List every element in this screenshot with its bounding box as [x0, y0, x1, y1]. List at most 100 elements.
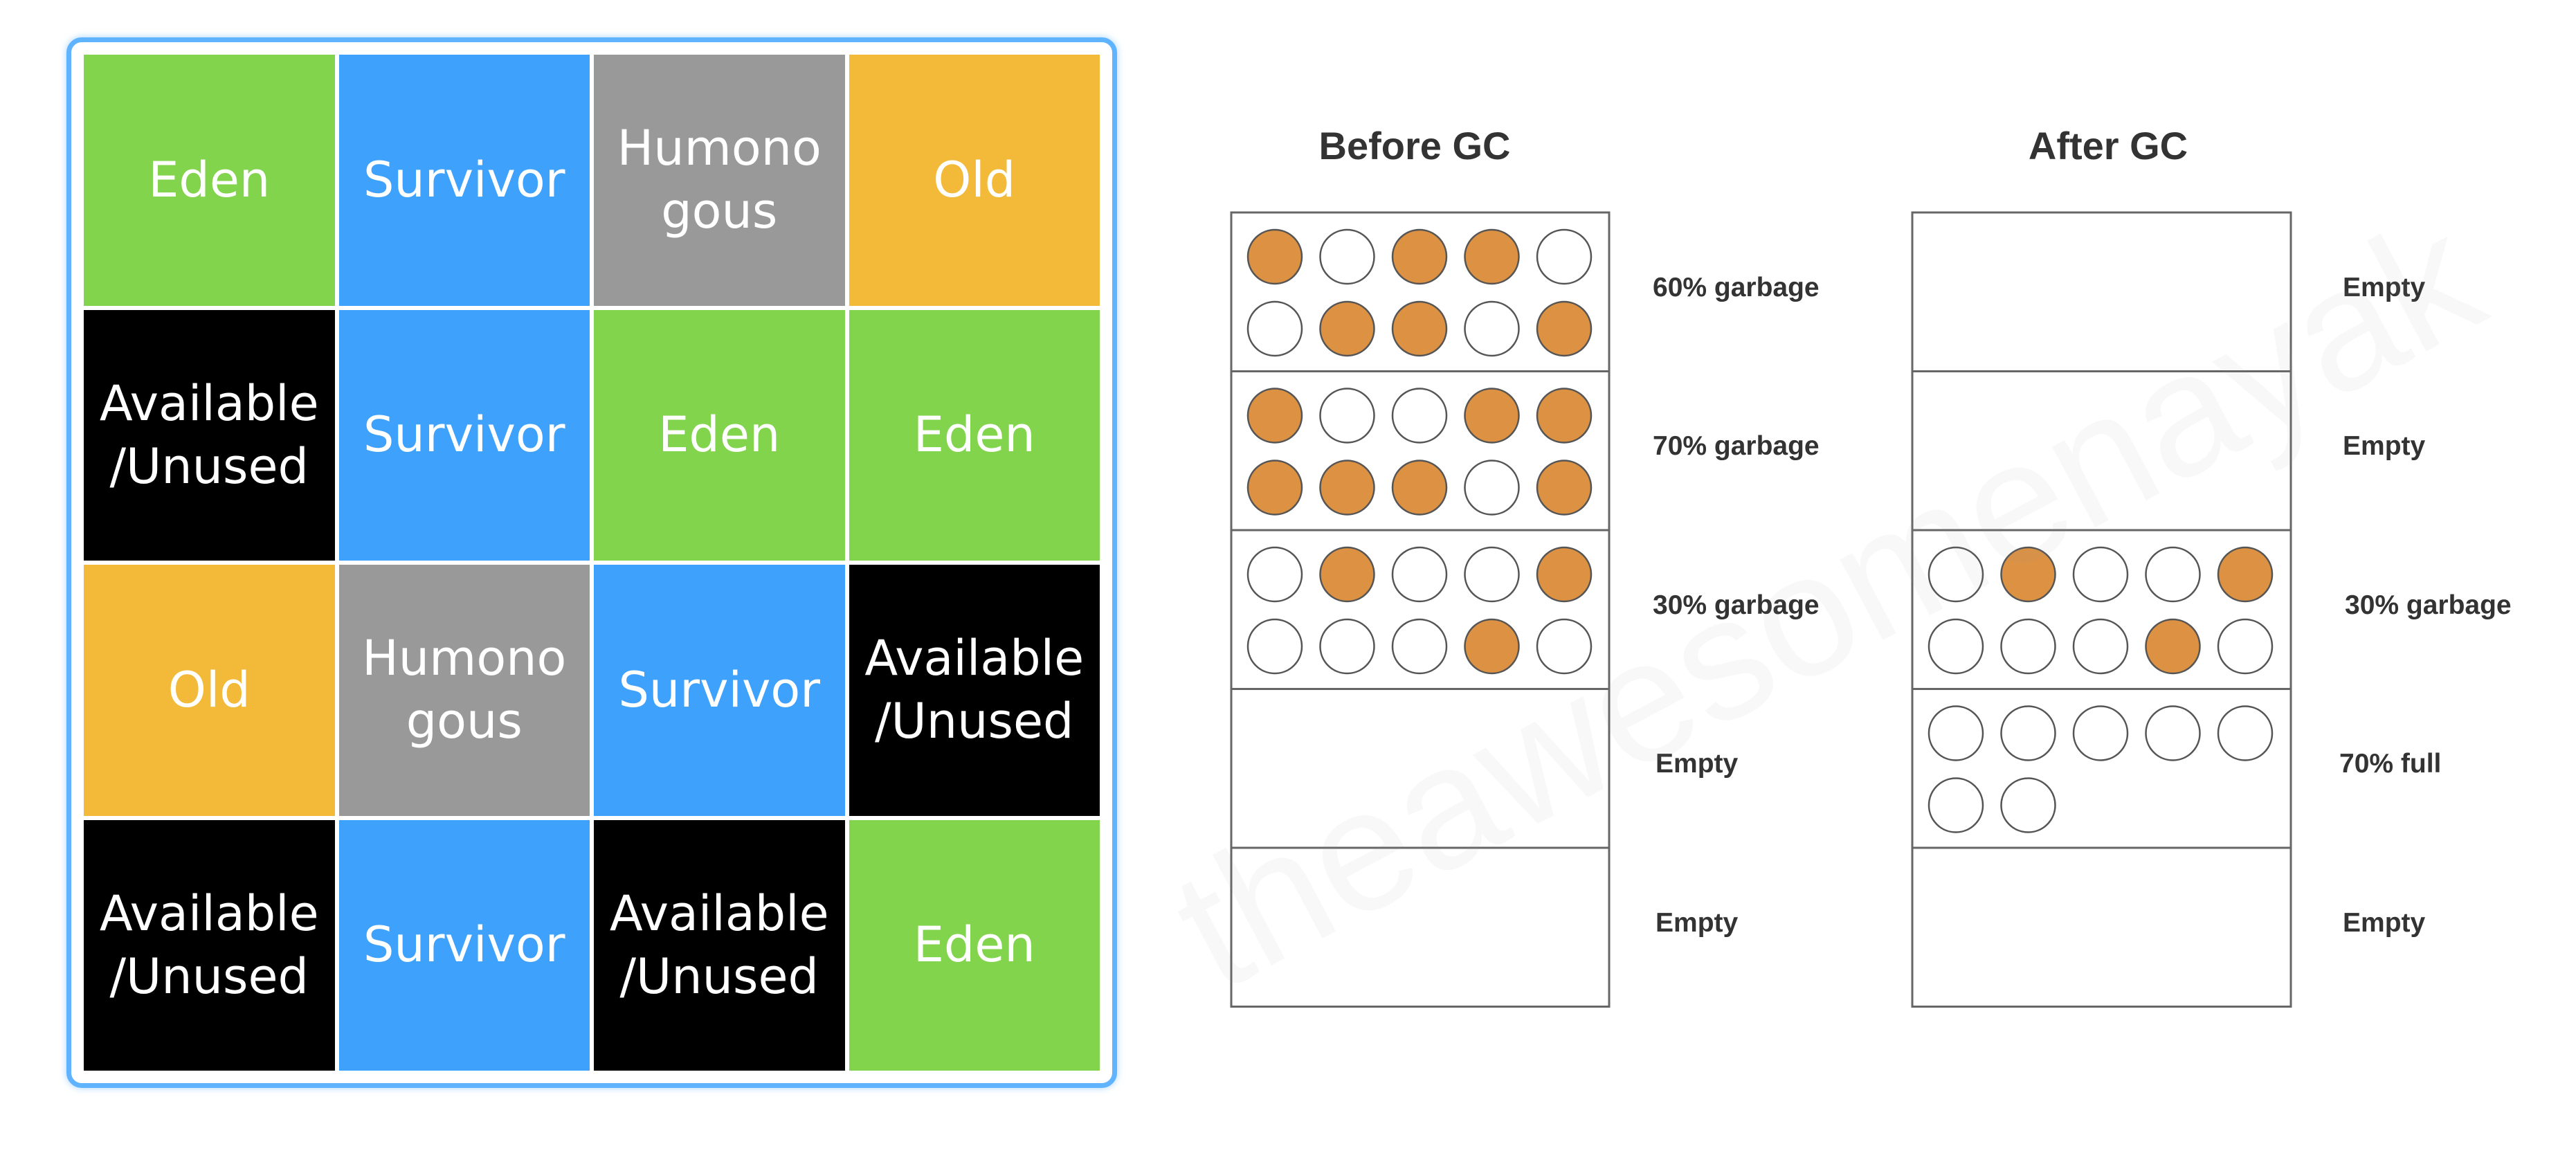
- garbage-object: [1246, 388, 1303, 444]
- region-cell-available: Available /Unused: [594, 819, 845, 1071]
- live-object: [2072, 546, 2129, 603]
- live-object: [1246, 546, 1303, 603]
- region-cell-survivor: Survivor: [338, 819, 590, 1071]
- region-cell-label: Available /Unused: [99, 374, 319, 495]
- after-region-4-label: 70% full: [2339, 749, 2442, 779]
- region-cell-eden: Eden: [594, 309, 845, 561]
- region-cell-label: Old: [933, 151, 1016, 208]
- garbage-object: [1536, 546, 1593, 603]
- region-cell-label: Humono gous: [617, 120, 822, 240]
- before-region-box: [1230, 846, 1611, 1008]
- region-cell-available: Available /Unused: [84, 309, 335, 561]
- before-region-2-label: 70% garbage: [1653, 431, 1820, 461]
- region-cell-humongous: Humono gous: [594, 55, 845, 306]
- live-object: [1319, 388, 1375, 444]
- region-cell-label: Survivor: [363, 406, 565, 464]
- region-cell-eden: Eden: [849, 309, 1100, 561]
- live-object: [1391, 388, 1448, 444]
- region-cell-label: Eden: [658, 406, 781, 464]
- after-region-5-label: Empty: [2343, 908, 2426, 938]
- after-gc-column: [1911, 211, 2292, 1008]
- region-cell-label: Available /Unused: [864, 630, 1085, 750]
- after-region-box: [1911, 370, 2292, 532]
- garbage-object: [1391, 228, 1448, 285]
- region-cell-survivor: Survivor: [594, 565, 845, 816]
- live-object: [1536, 618, 1593, 675]
- live-object: [2217, 618, 2274, 675]
- live-object: [1391, 546, 1448, 603]
- garbage-object: [1246, 228, 1303, 285]
- before-region-4-label: Empty: [1656, 749, 1739, 779]
- live-object: [1536, 228, 1593, 285]
- live-object: [2072, 705, 2129, 761]
- garbage-object: [2217, 546, 2274, 603]
- region-cell-survivor: Survivor: [338, 55, 590, 306]
- before-gc-title: Before GC: [1318, 124, 1511, 167]
- live-object: [2145, 546, 2201, 603]
- live-object: [1928, 546, 1984, 603]
- live-object: [1319, 618, 1375, 675]
- region-cell-eden: Eden: [849, 819, 1100, 1071]
- garbage-object: [1319, 300, 1375, 357]
- garbage-object: [1391, 460, 1448, 516]
- garbage-object: [1536, 460, 1593, 516]
- region-cell-old: Old: [84, 565, 335, 816]
- live-object: [1928, 705, 1984, 761]
- garbage-object: [1319, 546, 1375, 603]
- region-cell-eden: Eden: [84, 55, 335, 306]
- region-cell-label: Survivor: [363, 151, 565, 208]
- after-region-box: [1911, 211, 2292, 372]
- garbage-object: [1464, 618, 1520, 675]
- region-cell-label: Eden: [913, 406, 1035, 464]
- after-region-3-label: 30% garbage: [2345, 590, 2512, 620]
- garbage-object: [1464, 388, 1520, 444]
- before-region-1-label: 60% garbage: [1653, 273, 1820, 302]
- before-region-3-label: 30% garbage: [1653, 590, 1820, 620]
- garbage-object: [1246, 460, 1303, 516]
- live-object: [1928, 777, 1984, 833]
- live-object: [2000, 777, 2056, 833]
- region-cell-label: Survivor: [618, 661, 820, 718]
- region-cell-available: Available /Unused: [849, 565, 1100, 816]
- region-cell-label: Humono gous: [362, 630, 567, 750]
- region-cell-available: Available /Unused: [84, 819, 335, 1071]
- region-cell-old: Old: [849, 55, 1100, 306]
- garbage-object: [2000, 546, 2056, 603]
- region-cell-label: Eden: [913, 916, 1035, 974]
- after-region-2-label: Empty: [2343, 431, 2426, 461]
- after-region-box: [1911, 846, 2292, 1008]
- before-gc-column: [1230, 211, 1611, 1008]
- live-object: [1464, 546, 1520, 603]
- region-cell-label: Available /Unused: [609, 884, 829, 1005]
- live-object: [1928, 618, 1984, 675]
- live-object: [1319, 228, 1375, 285]
- region-cell-label: Old: [167, 661, 251, 718]
- live-object: [2145, 705, 2201, 761]
- region-cell-label: Eden: [148, 151, 271, 208]
- garbage-object: [1536, 388, 1593, 444]
- live-object: [1246, 618, 1303, 675]
- garbage-object: [1319, 460, 1375, 516]
- region-cell-label: Survivor: [363, 916, 565, 974]
- live-object: [2072, 618, 2129, 675]
- live-object: [1391, 618, 1448, 675]
- after-gc-title: After GC: [2028, 124, 2188, 167]
- live-object: [1246, 300, 1303, 357]
- after-region-1-label: Empty: [2343, 273, 2426, 302]
- region-cell-label: Available /Unused: [99, 884, 319, 1005]
- live-object: [2217, 705, 2274, 761]
- live-object: [1464, 460, 1520, 516]
- live-object: [1464, 300, 1520, 357]
- garbage-object: [1391, 300, 1448, 357]
- live-object: [2000, 618, 2056, 675]
- garbage-object: [1464, 228, 1520, 285]
- region-cell-humongous: Humono gous: [338, 565, 590, 816]
- live-object: [2000, 705, 2056, 761]
- before-region-box: [1230, 688, 1611, 849]
- garbage-object: [2145, 618, 2201, 675]
- before-region-5-label: Empty: [1656, 908, 1739, 938]
- garbage-object: [1536, 300, 1593, 357]
